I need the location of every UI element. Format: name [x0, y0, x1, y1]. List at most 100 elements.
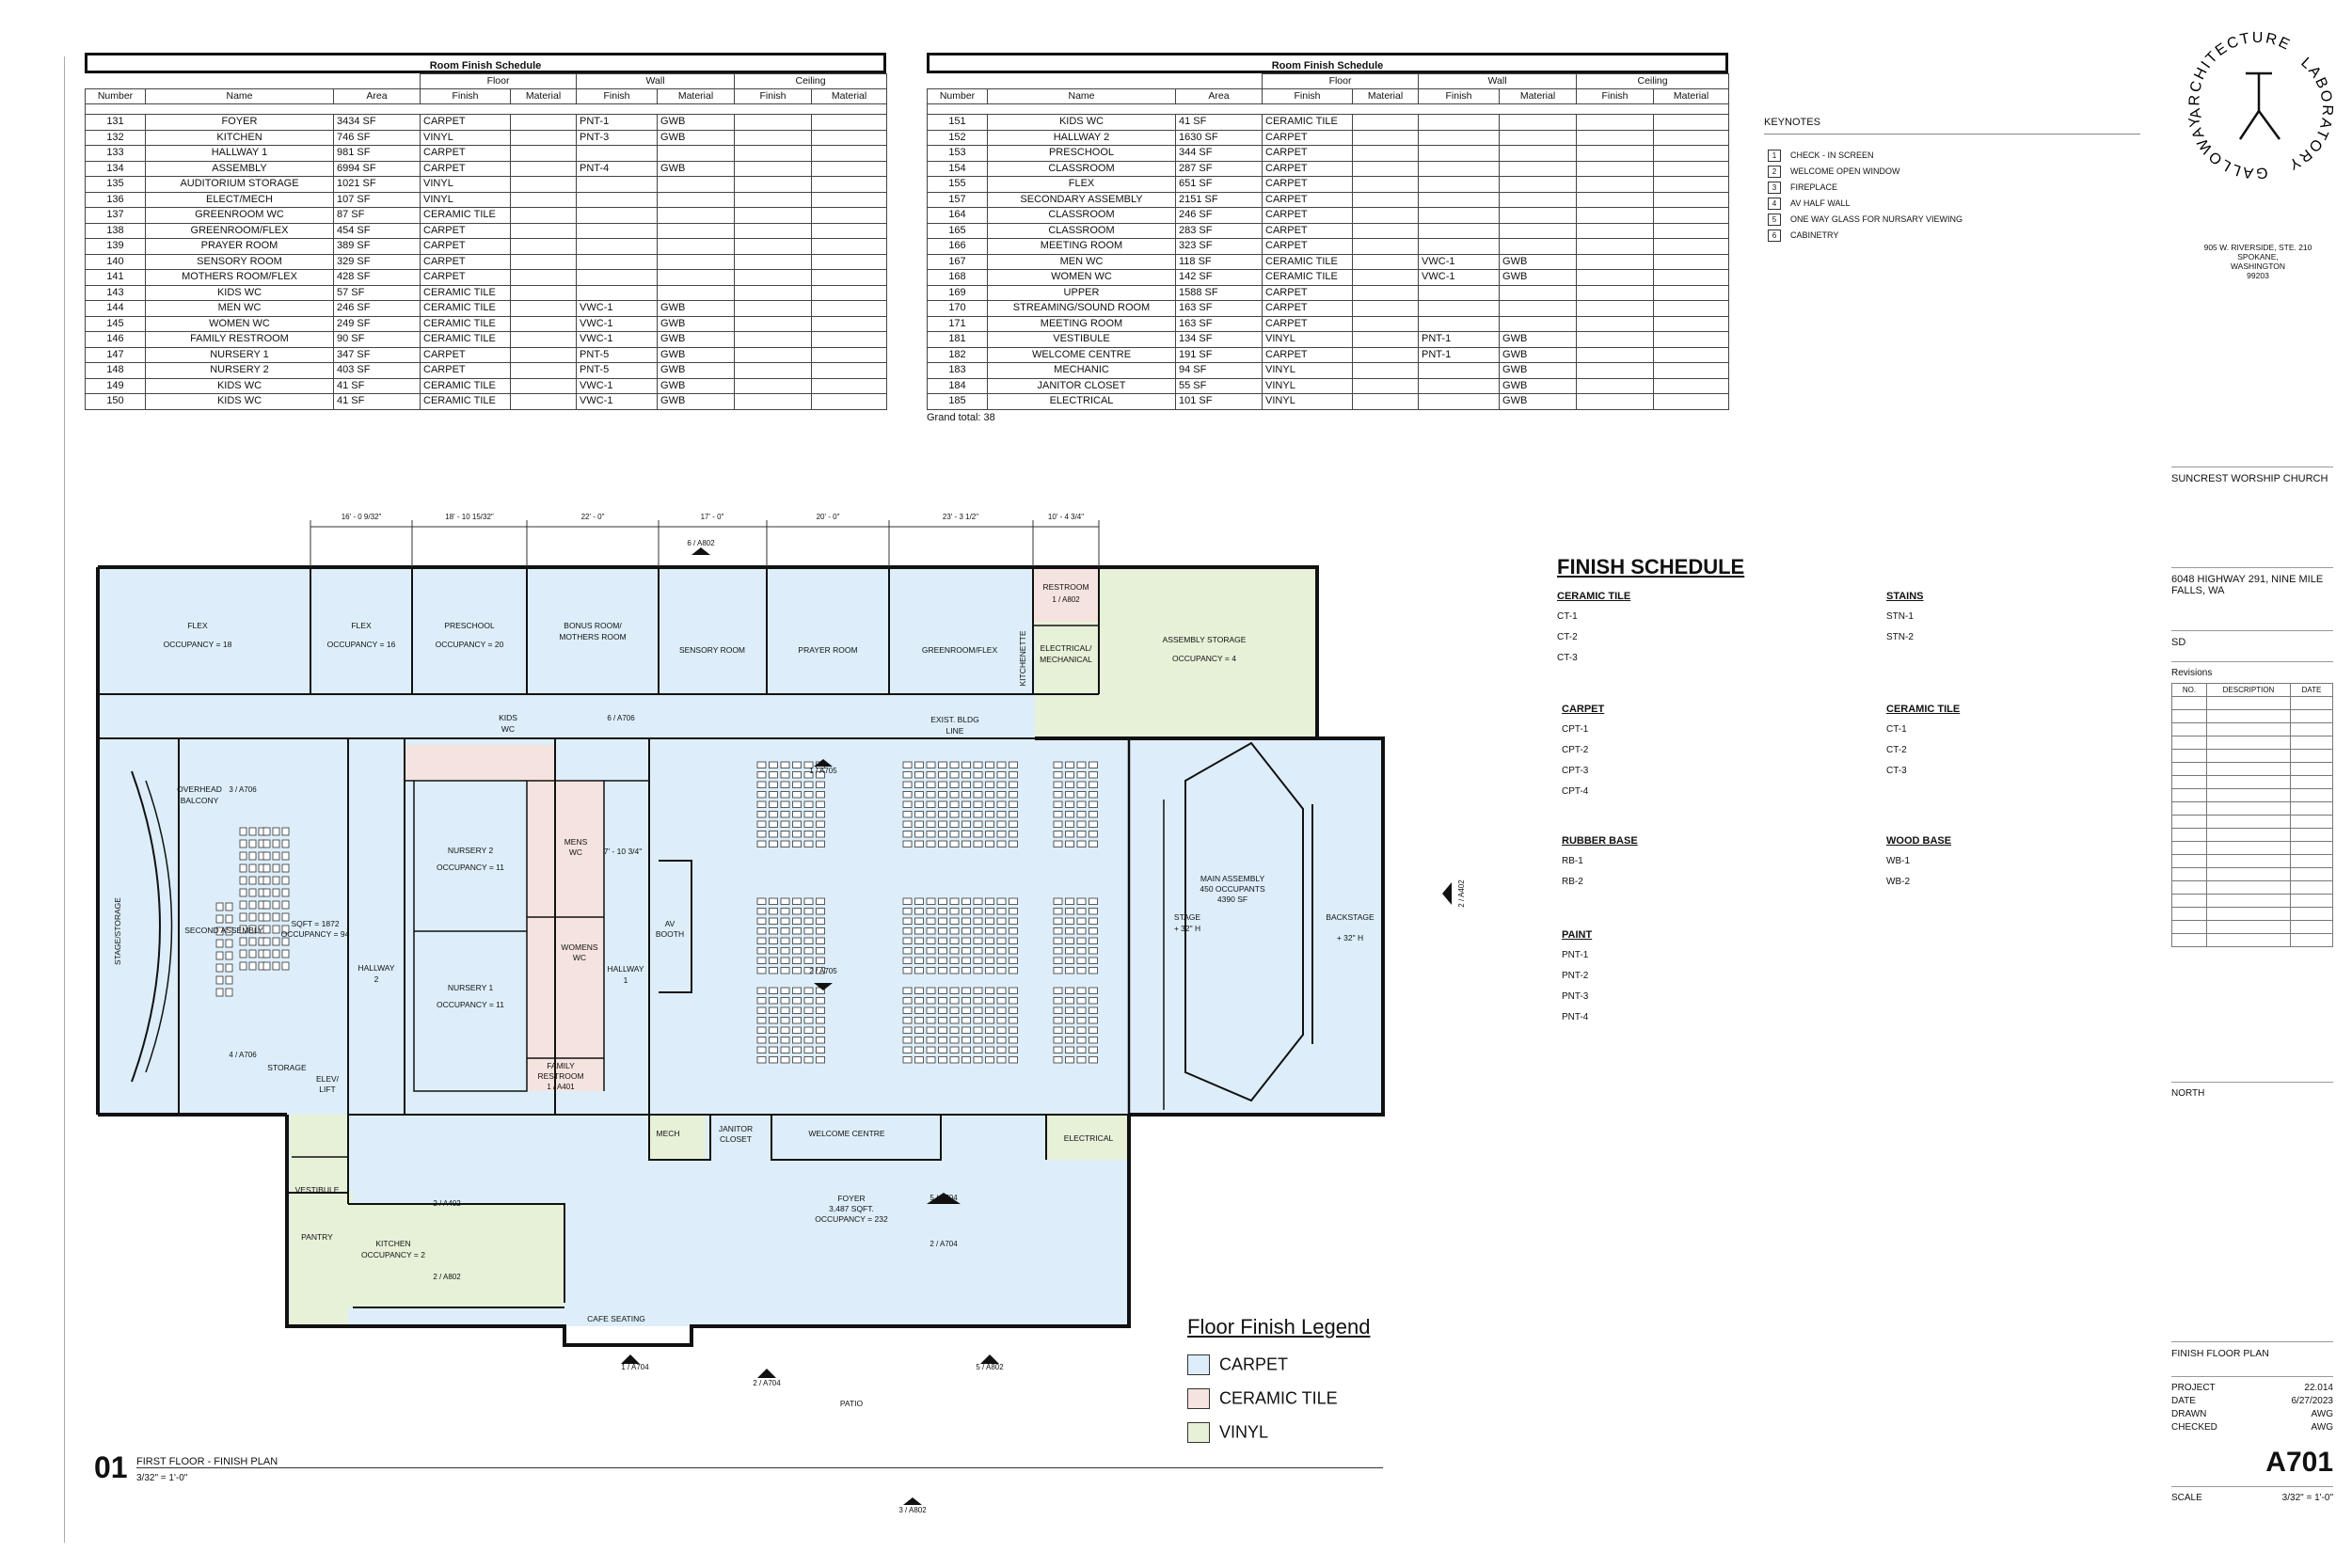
seat — [769, 771, 778, 779]
dim-3: 22' - 0" — [581, 513, 605, 521]
room-finish-schedule-left: Room Finish Schedule Floor Wall Ceiling … — [84, 53, 888, 410]
legend-swatch — [1187, 1422, 1210, 1443]
seat — [816, 1046, 825, 1053]
seat — [938, 957, 947, 964]
seat — [769, 791, 778, 799]
table-cell — [811, 393, 888, 410]
seat — [1089, 917, 1098, 925]
table-cell — [1653, 207, 1730, 224]
room-hallway-1b: 1 — [624, 975, 628, 985]
assembly-fill — [98, 738, 1383, 1115]
group-ceiling: Ceiling — [1576, 73, 1730, 89]
seat — [769, 831, 778, 838]
room-second-assembly: SECOND ASSEMBLY — [184, 926, 263, 935]
seat — [1089, 947, 1098, 955]
seat — [902, 811, 913, 818]
seat — [262, 851, 271, 861]
seat — [996, 927, 1007, 935]
seat — [756, 791, 767, 799]
logo-word-1: ARCHITECTURE — [2186, 30, 2291, 120]
room-av-2: BOOTH — [656, 929, 684, 939]
seat — [816, 957, 825, 964]
column-header: Finish — [420, 88, 512, 104]
seat — [996, 831, 1007, 838]
room-main-assembly: MAIN ASSEMBLY — [1200, 874, 1265, 883]
tag-13: 5 / A802 — [976, 1363, 1004, 1371]
seat — [914, 927, 924, 935]
seat — [756, 947, 767, 955]
seat — [914, 987, 924, 994]
seat — [792, 897, 802, 905]
room-preschool: PRESCHOOL — [444, 621, 495, 630]
seat — [1076, 987, 1087, 994]
seat — [769, 997, 778, 1005]
seat — [756, 937, 767, 944]
logo-word-2: LABORATORY — [2285, 55, 2333, 173]
finish-item: CPT-1 — [1562, 724, 1589, 735]
seat — [949, 967, 960, 974]
table-cell: 651 SF — [1174, 176, 1263, 193]
seat — [1089, 927, 1098, 935]
table-cell — [1499, 284, 1578, 301]
table-cell: CERAMIC TILE — [420, 377, 512, 394]
seat — [262, 863, 271, 873]
table-cell: CARPET — [1262, 176, 1354, 193]
seat — [803, 1056, 814, 1064]
seat — [262, 900, 271, 910]
seat — [926, 947, 936, 955]
room-flex-1-occ: OCCUPANCY = 18 — [164, 640, 232, 649]
seat — [1076, 771, 1087, 779]
sheet-title: FINISH FLOOR PLAN — [2171, 1341, 2333, 1376]
seat — [1065, 987, 1074, 994]
seat — [1089, 781, 1098, 788]
table-cell: 101 SF — [1174, 393, 1263, 410]
seat — [949, 997, 960, 1005]
finish-item: CPT-2 — [1562, 745, 1589, 755]
finish-item: PNT-2 — [1562, 971, 1589, 981]
seat — [926, 987, 936, 994]
pantry-fill — [292, 1193, 353, 1307]
room-kitchenette: KITCHENETTE — [1018, 630, 1027, 686]
seat — [816, 811, 825, 818]
room-sqft: SQFT = 1872 — [291, 919, 339, 928]
seat — [262, 888, 271, 897]
seat — [938, 781, 947, 788]
seat — [1065, 997, 1074, 1005]
dim-4: 17' - 0" — [701, 513, 724, 521]
room-womens: WOMENS — [561, 942, 598, 952]
seat — [985, 1046, 994, 1053]
seat — [1009, 840, 1018, 847]
sheet-number: A701 — [2265, 1447, 2333, 1478]
seat — [756, 917, 767, 925]
seat — [215, 963, 224, 973]
room-flex-2: FLEX — [351, 621, 372, 630]
seat — [961, 791, 971, 799]
keynote-text: AV HALF WALL — [1790, 198, 1851, 208]
room-asm-storage: ASSEMBLY STORAGE — [1163, 635, 1247, 644]
seat — [926, 840, 936, 847]
seat — [780, 840, 790, 847]
seat — [1089, 820, 1098, 828]
room-pantry: PANTRY — [301, 1232, 333, 1242]
seat — [1065, 1056, 1074, 1064]
seat — [949, 771, 960, 779]
seat — [914, 997, 924, 1005]
field-value: AWG — [2311, 1409, 2333, 1419]
seat — [756, 997, 767, 1005]
keynote-number: 1 — [1768, 150, 1781, 162]
seat — [902, 800, 913, 808]
seat — [949, 820, 960, 828]
keynote-number: 6 — [1768, 230, 1781, 242]
table-cell — [1653, 114, 1730, 131]
room-elev: ELEV/ — [316, 1074, 340, 1084]
seat — [756, 957, 767, 964]
seat — [938, 831, 947, 838]
seat — [780, 1006, 790, 1014]
